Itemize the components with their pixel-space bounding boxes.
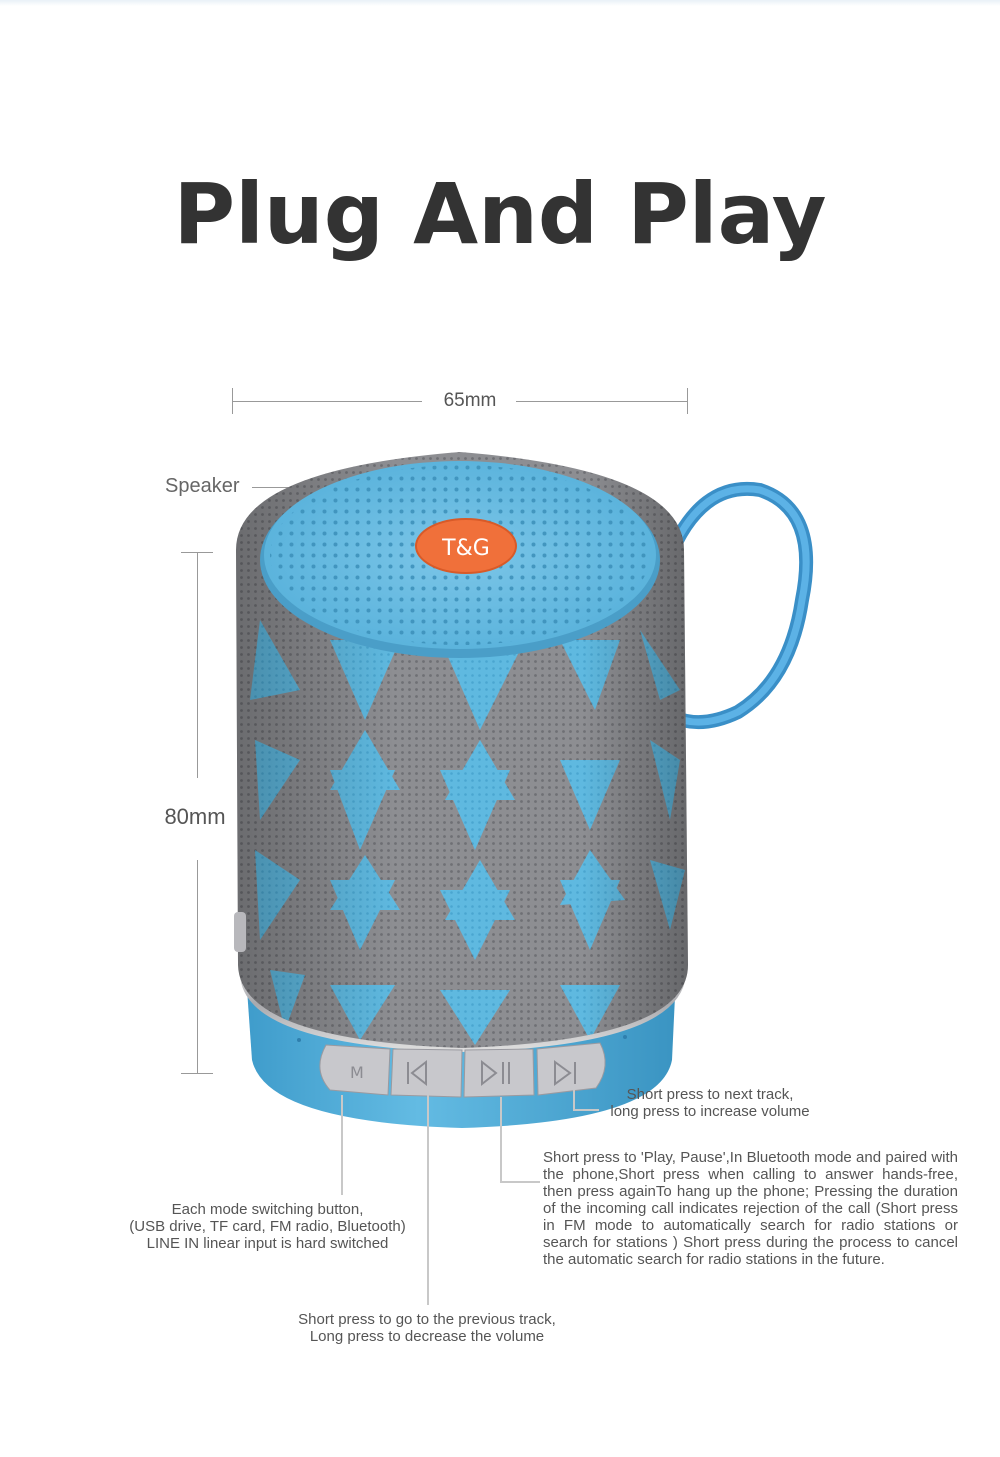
next-track-callout: Short press to next track, long press to… <box>570 1086 850 1120</box>
top-strip <box>0 0 1000 6</box>
width-dimension-line-right <box>516 401 687 402</box>
height-dimension-cap-bottom <box>181 1073 213 1074</box>
prev-track-line-2: Long press to decrease the volume <box>309 1328 545 1345</box>
mode-button-callout: Each mode switching button, (USB drive, … <box>110 1201 425 1252</box>
prev-leader-line <box>427 1095 429 1305</box>
height-dimension-line-bottom <box>197 860 198 1073</box>
height-dimension-label: 80mm <box>164 804 226 829</box>
prev-track-callout: Short press to go to the previous track,… <box>272 1311 582 1345</box>
brand-logo-text: T&G <box>441 536 490 561</box>
page-title: Plug And Play <box>173 165 827 263</box>
next-leader-line-v <box>573 1090 575 1110</box>
width-dimension-cap-right <box>687 388 688 414</box>
play-leader-line-h <box>500 1181 540 1183</box>
height-dimension-line-top <box>197 552 198 778</box>
speaker-label: Speaker <box>165 475 240 497</box>
mode-line-3: LINE IN linear input is hard switched <box>146 1235 389 1252</box>
mode-line-2: (USB drive, TF card, FM radio, Bluetooth… <box>129 1218 406 1235</box>
next-track-line-2: long press to increase volume <box>610 1103 810 1120</box>
control-buttons: M <box>319 1042 606 1098</box>
width-dimension-line-left <box>232 401 422 402</box>
play-leader-line-v <box>500 1097 502 1182</box>
mode-line-1: Each mode switching button, <box>171 1201 364 1218</box>
play-pause-callout: Short press to 'Play, Pause',In Bluetoot… <box>543 1149 958 1268</box>
speaker-leader-line <box>252 487 312 488</box>
next-leader-line-h <box>573 1109 599 1111</box>
next-track-line-1: Short press to next track, <box>626 1086 794 1103</box>
svg-text:M: M <box>350 1063 364 1082</box>
mode-leader-line <box>341 1095 343 1195</box>
width-dimension-label: 65mm <box>443 390 497 411</box>
prev-track-line-1: Short press to go to the previous track, <box>298 1311 556 1328</box>
